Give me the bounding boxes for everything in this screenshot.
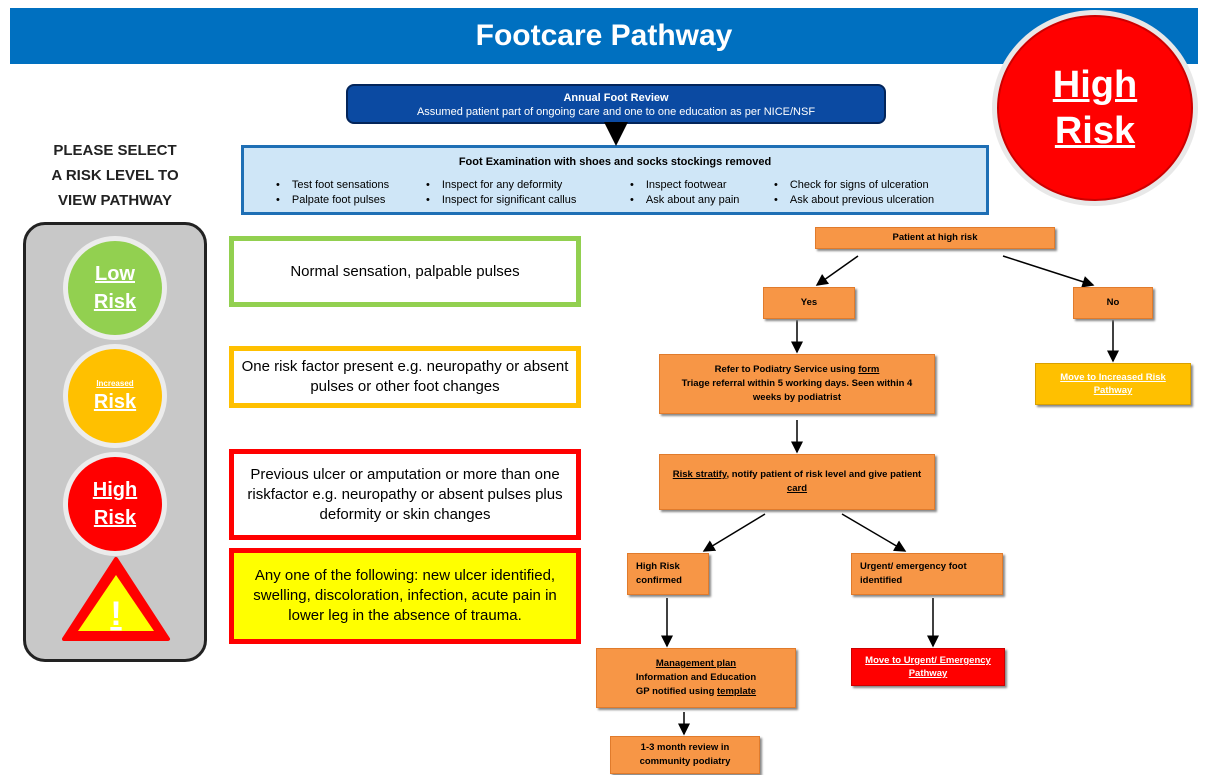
no-node: No bbox=[1073, 287, 1153, 319]
management-plan-link[interactable]: Management plan bbox=[655, 658, 737, 669]
high-risk-confirmed-text: High Risk confirmed bbox=[636, 561, 682, 586]
arrow bbox=[815, 255, 859, 286]
page-title-banner: Footcare Pathway bbox=[10, 8, 1198, 64]
badge-line-2: Risk bbox=[1054, 110, 1136, 152]
increased-risk-label-2: Risk bbox=[93, 391, 137, 413]
exam-list-col-4: Check for signs of ulceration Ask about … bbox=[774, 178, 934, 208]
refer-line-1: Refer to Podiatry Service using form bbox=[715, 363, 880, 377]
exam-item: Ask about any pain bbox=[630, 193, 740, 208]
page-title: Footcare Pathway bbox=[475, 19, 733, 52]
refer-prefix-text: Refer to Podiatry Service using bbox=[714, 364, 859, 375]
exam-item: Inspect for significant callus bbox=[426, 193, 577, 208]
arrow bbox=[702, 513, 766, 552]
risk-selector-panel: Low Risk Increased Risk High Risk ! bbox=[23, 222, 207, 662]
foot-examination-box: Foot Examination with shoes and socks st… bbox=[241, 145, 989, 215]
increased-risk-button[interactable]: Increased Risk bbox=[68, 349, 162, 443]
high-risk-text: Previous ulcer or amputation or more tha… bbox=[247, 465, 563, 523]
patient-card-link[interactable]: card bbox=[786, 483, 808, 494]
gp-notified-text: GP notified using bbox=[635, 686, 718, 697]
increased-risk-label-1: Increased bbox=[96, 379, 134, 388]
badge-line-1: High bbox=[1052, 64, 1138, 106]
urgent-risk-description: Any one of the following: new ulcer iden… bbox=[229, 548, 581, 644]
review-text: 1-3 month review in community podiatry bbox=[639, 742, 731, 767]
exam-item: Inspect for any deformity bbox=[426, 178, 576, 193]
urgent-identified-text: Urgent/ emergency foot identified bbox=[860, 561, 967, 586]
referral-form-link[interactable]: form bbox=[858, 364, 880, 375]
selector-label-line-1: PLEASE SELECT bbox=[53, 142, 177, 159]
exam-list-col-1: Test foot sensations Palpate foot pulses bbox=[276, 178, 389, 208]
exam-item: Ask about previous ulceration bbox=[774, 193, 934, 208]
warning-triangle-icon[interactable]: ! bbox=[60, 555, 172, 645]
move-increased-text: Move to Increased Risk Pathway bbox=[1060, 372, 1166, 396]
no-text: No bbox=[1106, 297, 1120, 308]
exam-item: Test foot sensations bbox=[276, 178, 389, 193]
high-risk-label-1: High bbox=[92, 479, 138, 501]
patient-high-risk-node: Patient at high risk bbox=[815, 227, 1055, 249]
low-risk-description: Normal sensation, palpable pulses bbox=[229, 236, 581, 307]
selector-label-line-3: VIEW PATHWAY bbox=[58, 192, 172, 209]
arrow bbox=[841, 513, 907, 552]
exam-list-col-2: Inspect for any deformity Inspect for si… bbox=[426, 178, 577, 208]
patient-high-risk-text: Patient at high risk bbox=[892, 232, 978, 243]
exam-item: Inspect footwear bbox=[630, 178, 739, 193]
high-risk-badge: High Risk bbox=[992, 10, 1198, 206]
high-risk-confirmed-node: High Risk confirmed bbox=[627, 553, 709, 595]
annual-review-subtitle: Assumed patient part of ongoing care and… bbox=[416, 106, 816, 118]
move-to-urgent-pathway-link[interactable]: Move to Urgent/ Emergency Pathway bbox=[851, 648, 1005, 686]
review-node: 1-3 month review in community podiatry bbox=[610, 736, 760, 774]
annual-foot-review-box: Annual Foot Review Assumed patient part … bbox=[346, 84, 886, 124]
low-risk-label-2: Risk bbox=[93, 291, 137, 313]
yes-text: Yes bbox=[800, 297, 818, 308]
foot-exam-title: Foot Examination with shoes and socks st… bbox=[458, 156, 772, 168]
low-risk-text: Normal sensation, palpable pulses bbox=[290, 262, 520, 280]
info-education-text: Information and Education bbox=[635, 672, 757, 683]
warning-symbol: ! bbox=[110, 595, 121, 633]
refer-podiatry-node: Refer to Podiatry Service using form Tri… bbox=[659, 354, 935, 414]
refer-rest-text: Triage referral within 5 working days. S… bbox=[681, 378, 913, 403]
low-risk-label-1: Low bbox=[95, 263, 135, 285]
gp-template-link[interactable]: template bbox=[717, 686, 757, 697]
selector-label-line-2: A RISK LEVEL TO bbox=[51, 167, 179, 184]
urgent-foot-identified-node: Urgent/ emergency foot identified bbox=[851, 553, 1003, 595]
high-risk-button[interactable]: High Risk bbox=[68, 457, 162, 551]
high-risk-description: Previous ulcer or amputation or more tha… bbox=[229, 449, 581, 540]
risk-stratify-node: Risk stratify, notify patient of risk le… bbox=[659, 454, 935, 510]
increased-risk-text: One risk factor present e.g. neuropathy … bbox=[241, 358, 569, 395]
annual-review-title: Annual Foot Review bbox=[563, 92, 669, 104]
increased-risk-description: One risk factor present e.g. neuropathy … bbox=[229, 346, 581, 408]
exam-item: Check for signs of ulceration bbox=[774, 178, 934, 193]
exam-item: Palpate foot pulses bbox=[276, 193, 389, 208]
risk-stratify-link[interactable]: Risk stratify bbox=[672, 469, 727, 480]
stratify-rest-text: , notify patient of risk level and give … bbox=[726, 469, 922, 480]
move-urgent-text: Move to Urgent/ Emergency Pathway bbox=[865, 655, 991, 679]
management-plan-node: Management plan Information and Educatio… bbox=[596, 648, 796, 708]
move-to-increased-risk-link[interactable]: Move to Increased Risk Pathway bbox=[1035, 363, 1191, 405]
high-risk-label-2: Risk bbox=[93, 507, 137, 529]
yes-node: Yes bbox=[763, 287, 855, 319]
risk-selector-label: PLEASE SELECT A RISK LEVEL TO VIEW PATHW… bbox=[30, 138, 200, 213]
low-risk-button[interactable]: Low Risk bbox=[68, 241, 162, 335]
exam-list-col-3: Inspect footwear Ask about any pain bbox=[630, 178, 740, 208]
arrow bbox=[1002, 255, 1095, 288]
urgent-risk-text: Any one of the following: new ulcer iden… bbox=[253, 567, 557, 624]
